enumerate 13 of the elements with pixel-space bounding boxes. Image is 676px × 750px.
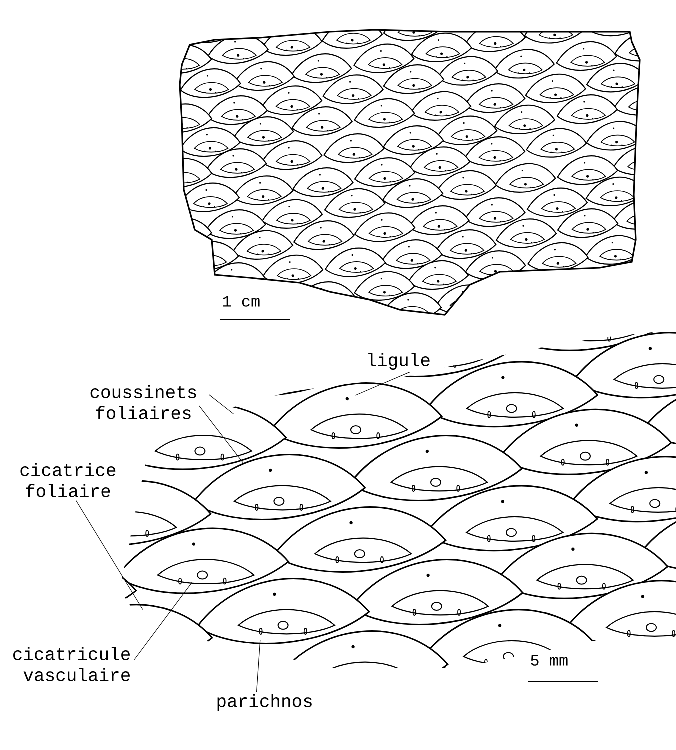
leader-line [355, 372, 410, 396]
part-label: cicatricule vasculaire [14, 647, 130, 682]
part-label: cicatrice foliaire [20, 463, 116, 498]
leader-line [256, 640, 261, 692]
leader-line [134, 582, 193, 660]
leader-line [76, 500, 144, 610]
leader-line [199, 406, 244, 464]
part-label: coussinets foliaires [90, 385, 196, 420]
scale-bar: 5 mm [528, 655, 598, 682]
part-label: parichnos [218, 694, 312, 711]
scale-bar: 1 cm [220, 296, 290, 320]
part-label: ligule [368, 353, 430, 370]
leader-line [209, 394, 234, 414]
